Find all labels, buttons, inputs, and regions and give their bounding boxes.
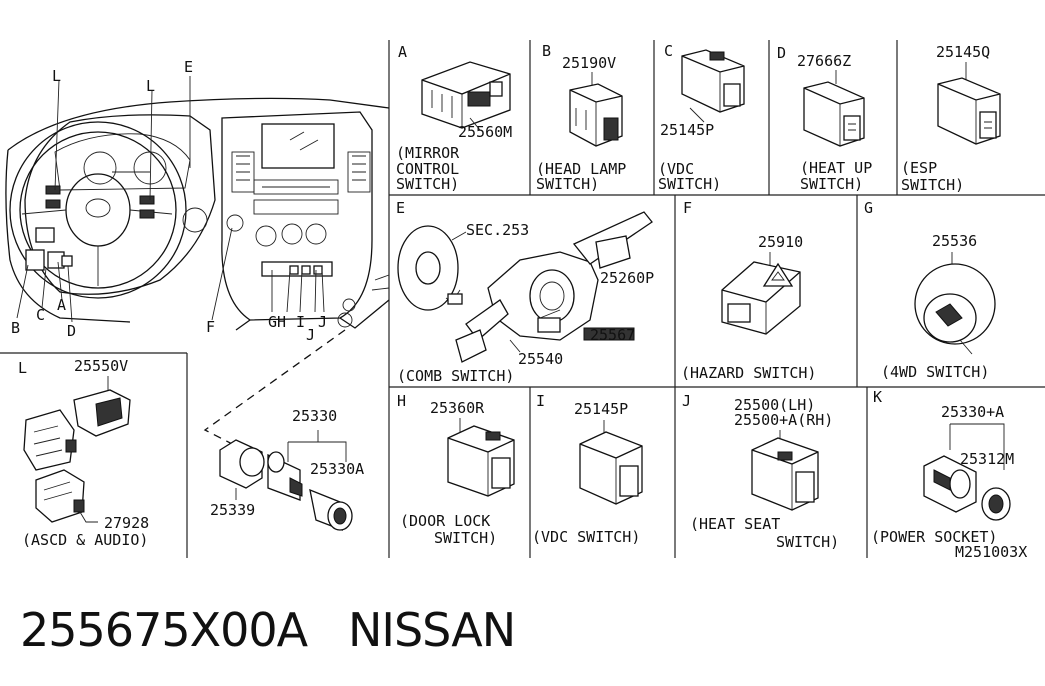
overview-label-l1: L	[52, 67, 61, 85]
panel-f-letter: F	[683, 199, 692, 217]
hazard-switch-drawing	[721, 252, 801, 335]
socket-part-c: 25339	[210, 501, 255, 519]
panel-c-caption-2: SWITCH)	[658, 175, 721, 193]
overview-label-a: A	[57, 296, 66, 314]
socket-part-a: 25330	[292, 407, 337, 425]
panel-g-part: 25536	[932, 232, 977, 250]
ascd-audio-switch-drawing	[23, 376, 131, 523]
footer-part-number: 255675X00A	[20, 603, 309, 657]
overview-label-f: F	[206, 318, 215, 336]
panel-b-part: 25190V	[562, 54, 616, 72]
socket-assembly-drawing	[219, 430, 353, 531]
panel-a-caption-1: (MIRROR	[396, 144, 460, 162]
panel-b-caption-2: SWITCH)	[536, 175, 599, 193]
panel-b-letter: B	[542, 42, 551, 60]
overview-label-d: D	[67, 322, 76, 340]
panel-j-part-lh: 25500(LH)	[734, 396, 815, 414]
door-lock-switch-drawing	[447, 418, 515, 497]
heat-up-switch-drawing	[803, 70, 865, 147]
panel-h-caption-2: SWITCH)	[434, 529, 497, 547]
panel-esp-part: 25145Q	[936, 43, 990, 61]
panel-k-letter: K	[873, 388, 882, 406]
dashboard-overview	[5, 76, 390, 449]
panel-f-caption: (HAZARD SWITCH)	[681, 364, 816, 382]
vdc-switch-i-drawing	[579, 420, 643, 505]
overview-label-e: E	[184, 58, 193, 76]
panel-j-letter: J	[682, 392, 691, 410]
panel-d-part: 27666Z	[797, 52, 851, 70]
panel-i-part: 25145P	[574, 400, 628, 418]
panel-h-letter: H	[397, 392, 406, 410]
panel-a-caption-2: CONTROL	[396, 160, 459, 178]
panel-grid	[0, 40, 1045, 558]
panel-esp-caption-1: (ESP	[901, 159, 937, 177]
footer-brand: NISSAN	[348, 603, 515, 657]
panel-e-part-b: 25540	[518, 350, 563, 368]
panel-a-letter: A	[398, 43, 407, 61]
socket-part-b: 25330A	[310, 460, 364, 478]
panel-j-caption-1: (HEAT SEAT	[690, 515, 780, 533]
comb-switch-drawing	[397, 211, 653, 363]
panel-esp-caption-2: SWITCH)	[901, 176, 964, 194]
mirror-switch-drawing	[421, 61, 511, 131]
panel-k-code: M251003X	[955, 543, 1027, 561]
panel-j-caption-2: SWITCH)	[776, 533, 839, 551]
panel-h-caption-1: (DOOR LOCK	[400, 512, 490, 530]
panel-a-part: 25560M	[458, 123, 512, 141]
panel-e-part-a: 25260P	[600, 269, 654, 287]
panel-b-caption-1: (HEAD LAMP	[536, 160, 626, 178]
panel-h-part: 25360R	[430, 399, 485, 417]
panel-e-caption: (COMB SWITCH)	[397, 367, 514, 385]
panel-d-caption-2: SWITCH)	[800, 175, 863, 193]
panel-k-part-b: 25312M	[960, 450, 1014, 468]
overview-label-j2: J	[306, 326, 315, 344]
panel-i-letter: I	[536, 392, 545, 410]
panel-e-part-c: 25567	[590, 326, 635, 344]
panel-j-part-rh: 25500+A(RH)	[734, 411, 833, 429]
panel-c-part: 25145P	[660, 121, 714, 139]
overview-label-gh: GH	[268, 313, 286, 331]
panel-l-letter: L	[18, 359, 27, 377]
panel-g-caption: (4WD SWITCH)	[881, 363, 989, 381]
panel-i-caption: (VDC SWITCH)	[532, 528, 640, 546]
heat-seat-switch-drawing	[751, 430, 819, 511]
panel-k-part-a: 25330+A	[941, 403, 1004, 421]
panel-d-letter: D	[777, 44, 786, 62]
power-socket-drawing	[923, 423, 1011, 521]
panel-d-caption-1: (HEAT UP	[800, 159, 872, 177]
panel-l-part-a: 25550V	[74, 357, 128, 375]
panel-l-part-b: 27928	[104, 514, 149, 532]
panel-c-caption-1: (VDC	[658, 160, 694, 178]
esp-switch-drawing	[937, 62, 1001, 145]
panel-g-letter: G	[864, 199, 873, 217]
panel-e-part-sec: SEC.253	[466, 221, 529, 239]
overview-label-l2: L	[146, 77, 155, 95]
overview-label-c: C	[36, 306, 45, 324]
4wd-switch-drawing	[914, 252, 996, 355]
panel-k-caption: (POWER SOCKET)	[871, 528, 997, 546]
panel-e-letter: E	[396, 199, 405, 217]
panel-f-part: 25910	[758, 233, 803, 251]
overview-label-b: B	[11, 319, 20, 337]
panel-l-caption: (ASCD & AUDIO)	[22, 531, 148, 549]
panel-c-letter: C	[664, 42, 673, 60]
overview-label-i: I	[296, 313, 305, 331]
head-lamp-switch-drawing	[569, 72, 623, 147]
overview-label-j: J	[318, 313, 327, 331]
vdc-switch-c-drawing	[681, 49, 745, 123]
panel-a-caption-3: SWITCH)	[396, 175, 459, 193]
